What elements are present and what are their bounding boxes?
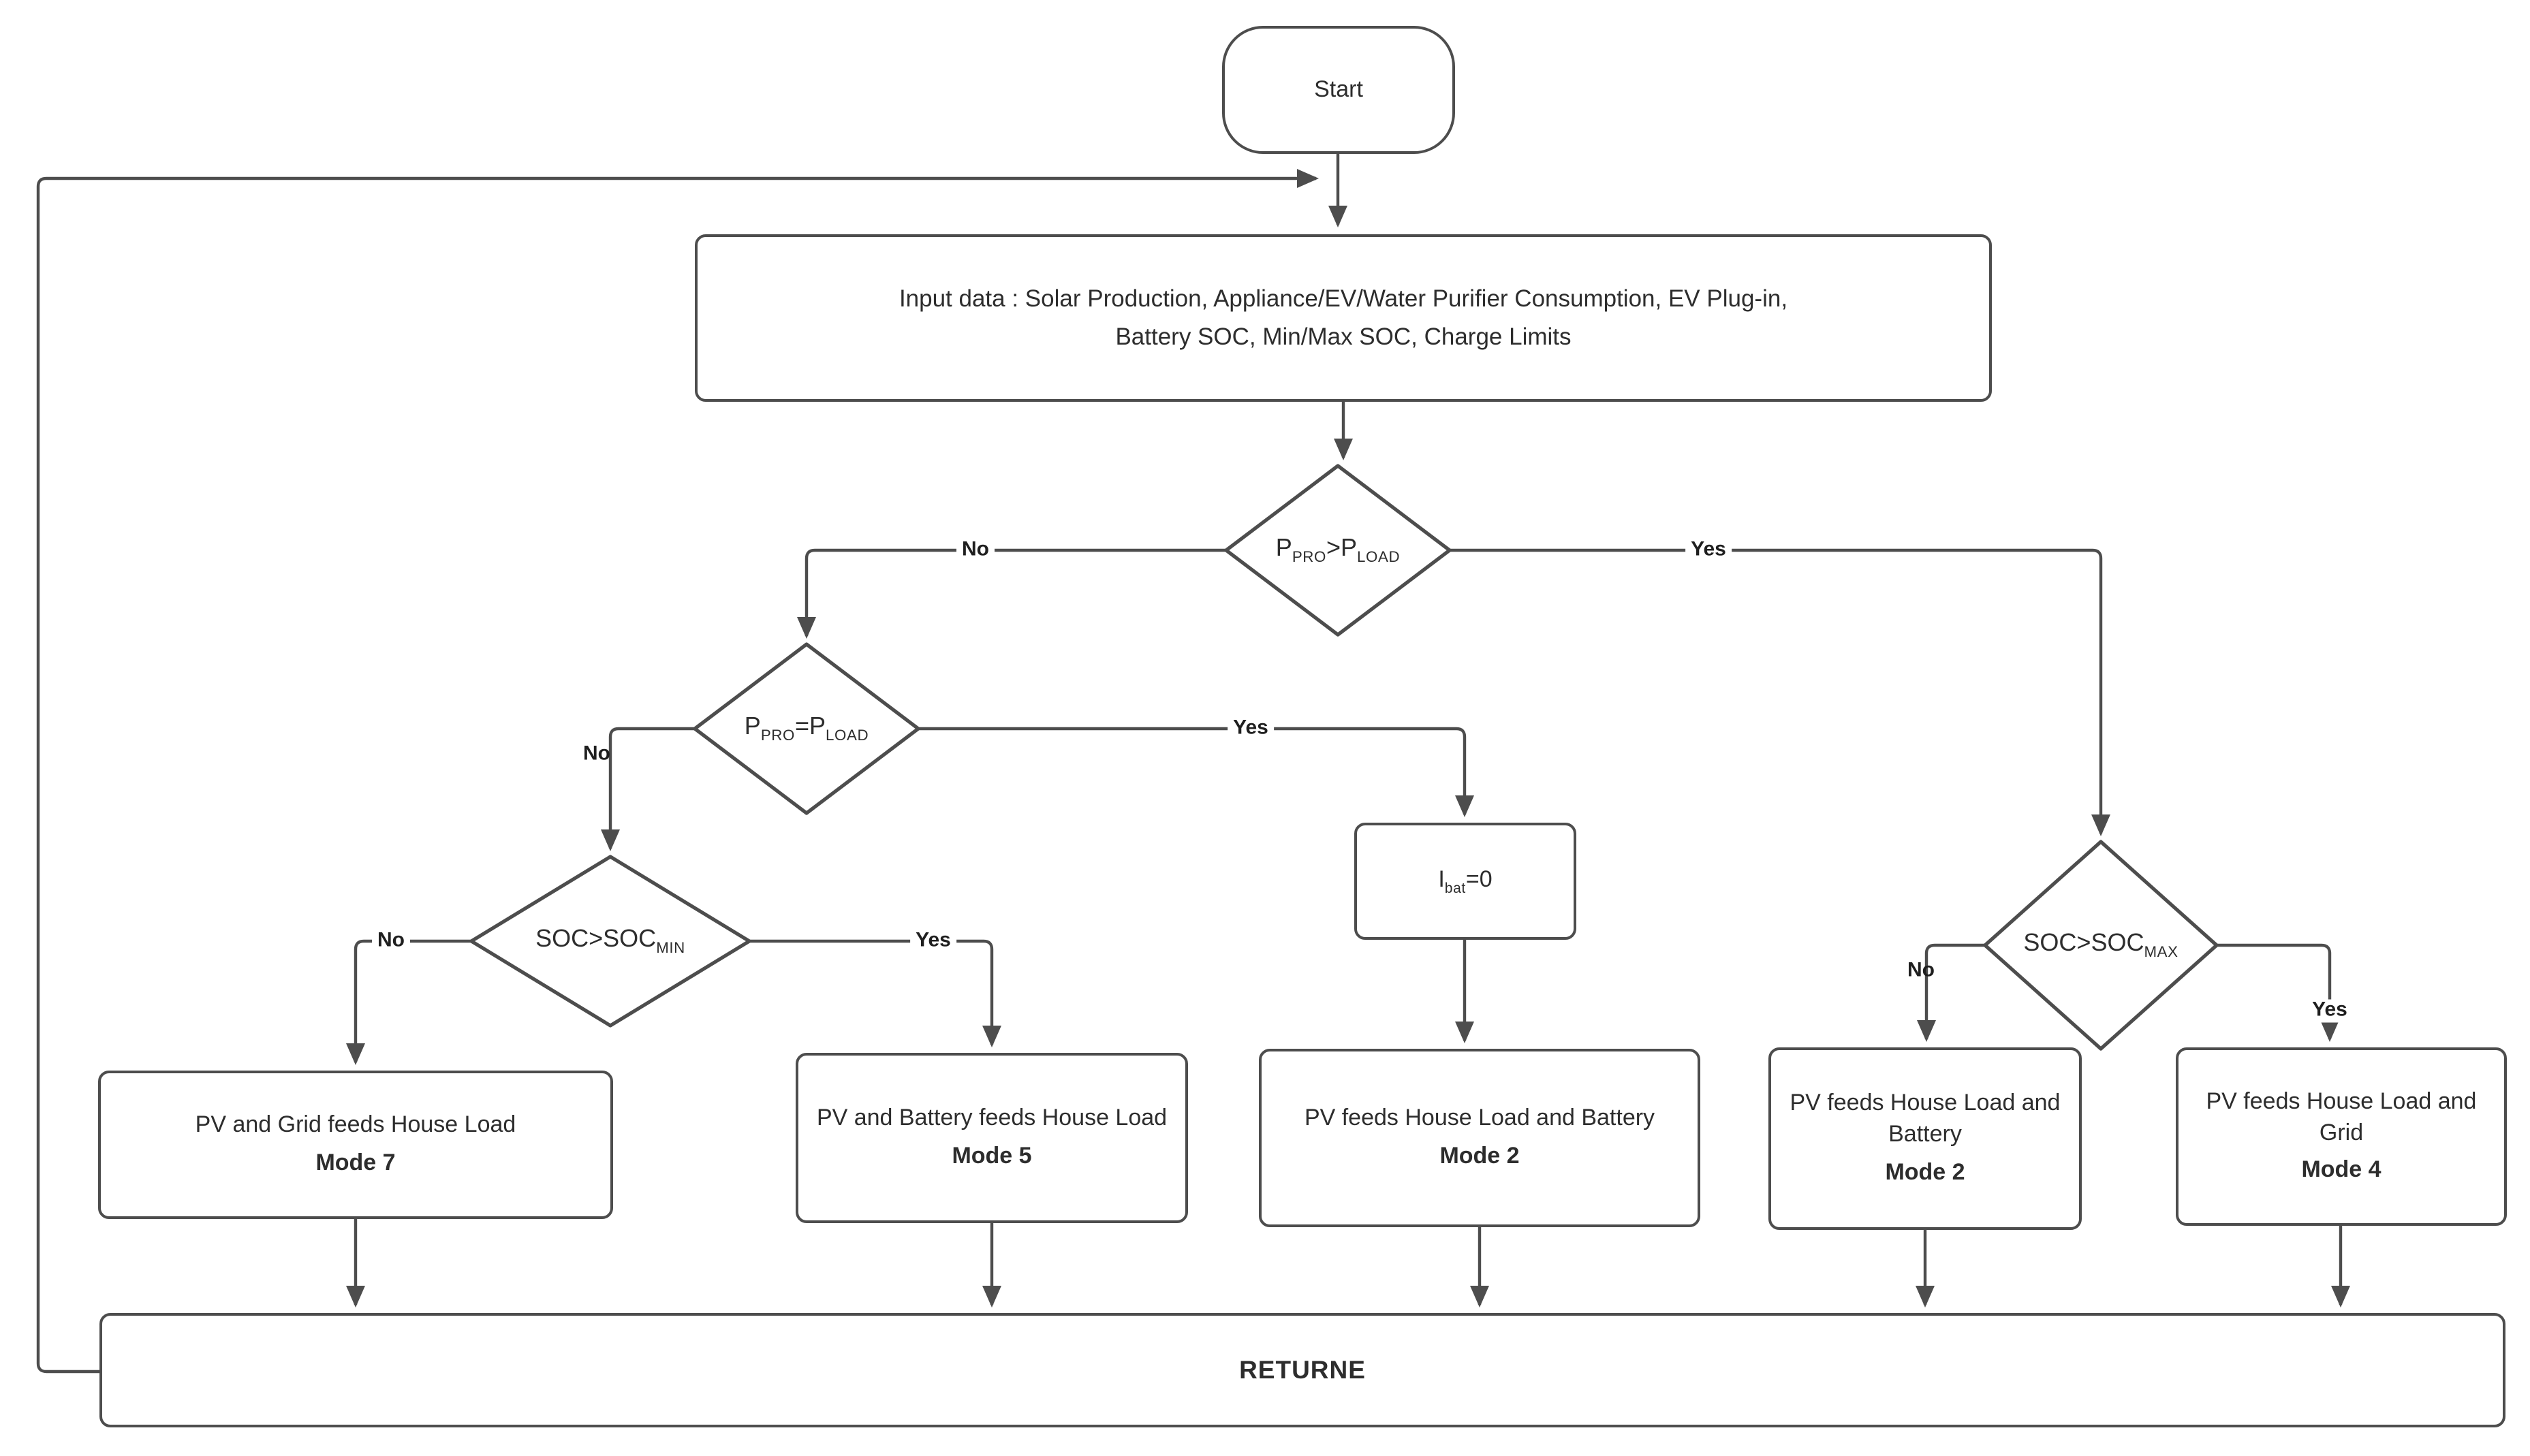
outcome-mode7-node: PV and Grid feeds House Load Mode 7	[98, 1071, 613, 1219]
edge-d4-no	[1917, 943, 1985, 1042]
outcome-mode4-node: PV feeds House Load and Grid Mode 4	[2176, 1047, 2507, 1226]
outcome-mode: Mode 5	[952, 1143, 1032, 1169]
branch-label-d2-yes: Yes	[1228, 716, 1274, 740]
outcome-mode5-node: PV and Battery feeds House Load Mode 5	[796, 1053, 1188, 1223]
return-node: RETURNE	[99, 1313, 2505, 1427]
input-line1: Input data : Solar Production, Appliance…	[899, 285, 1788, 313]
branch-label-d4-no: No	[1907, 958, 1935, 982]
outcome-mode: Mode 2	[1885, 1158, 1965, 1185]
decision-soc-gt-socmax-shape	[1983, 840, 2219, 1051]
edge-return-loop	[36, 169, 1319, 1374]
outcome-text: PV feeds House Load and Battery	[1304, 1105, 1655, 1131]
branch-label-d1-yes: Yes	[1685, 538, 1732, 562]
branch-label-d3-yes: Yes	[910, 929, 956, 953]
outcome-text: PV and Grid feeds House Load	[195, 1111, 516, 1138]
outcome-text: PV feeds House Load and Grid	[2206, 1088, 2477, 1145]
start-node: Start	[1222, 26, 1455, 154]
edge-d3-no	[346, 939, 471, 1065]
outcome-mode2-battery-node: PV feeds House Load and Battery Mode 2	[1259, 1049, 1700, 1227]
edge-d3-yes	[749, 939, 1001, 1047]
decision-ppro-gt-pload-shape	[1224, 464, 1452, 637]
edge-d1-no	[797, 548, 1226, 639]
outcome-mode2-load-battery-node: PV feeds House Load and Battery Mode 2	[1768, 1047, 2082, 1230]
branch-label-d4-yes: Yes	[2307, 998, 2353, 1022]
branch-label-d1-no: No	[956, 538, 995, 562]
edge-d1-yes	[1450, 548, 2110, 836]
outcome-text: PV feeds House Load and Battery	[1790, 1090, 2061, 1148]
input-data-node: Input data : Solar Production, Appliance…	[695, 234, 1992, 402]
decision-ppro-eq-pload-shape	[693, 642, 920, 815]
outcome-mode: Mode 2	[1439, 1143, 1520, 1169]
start-label: Start	[1314, 76, 1363, 102]
ibat-zero-node: Ibat=0	[1354, 823, 1576, 940]
outcome-mode: Mode 4	[2301, 1156, 2381, 1183]
return-label: RETURNE	[1239, 1355, 1366, 1384]
input-line2: Battery SOC, Min/Max SOC, Charge Limits	[1115, 322, 1572, 349]
decision-soc-gt-socmin-shape	[469, 855, 751, 1028]
outcome-text: PV and Battery feeds House Load	[816, 1105, 1168, 1131]
edge-d2-yes	[918, 727, 1474, 817]
edge-d2-no	[601, 727, 695, 851]
outcome-mode: Mode 7	[315, 1150, 396, 1175]
branch-label-d3-no: No	[372, 929, 410, 953]
branch-label-d2-no: No	[583, 742, 610, 765]
edge-d4-yes	[2217, 943, 2339, 1042]
